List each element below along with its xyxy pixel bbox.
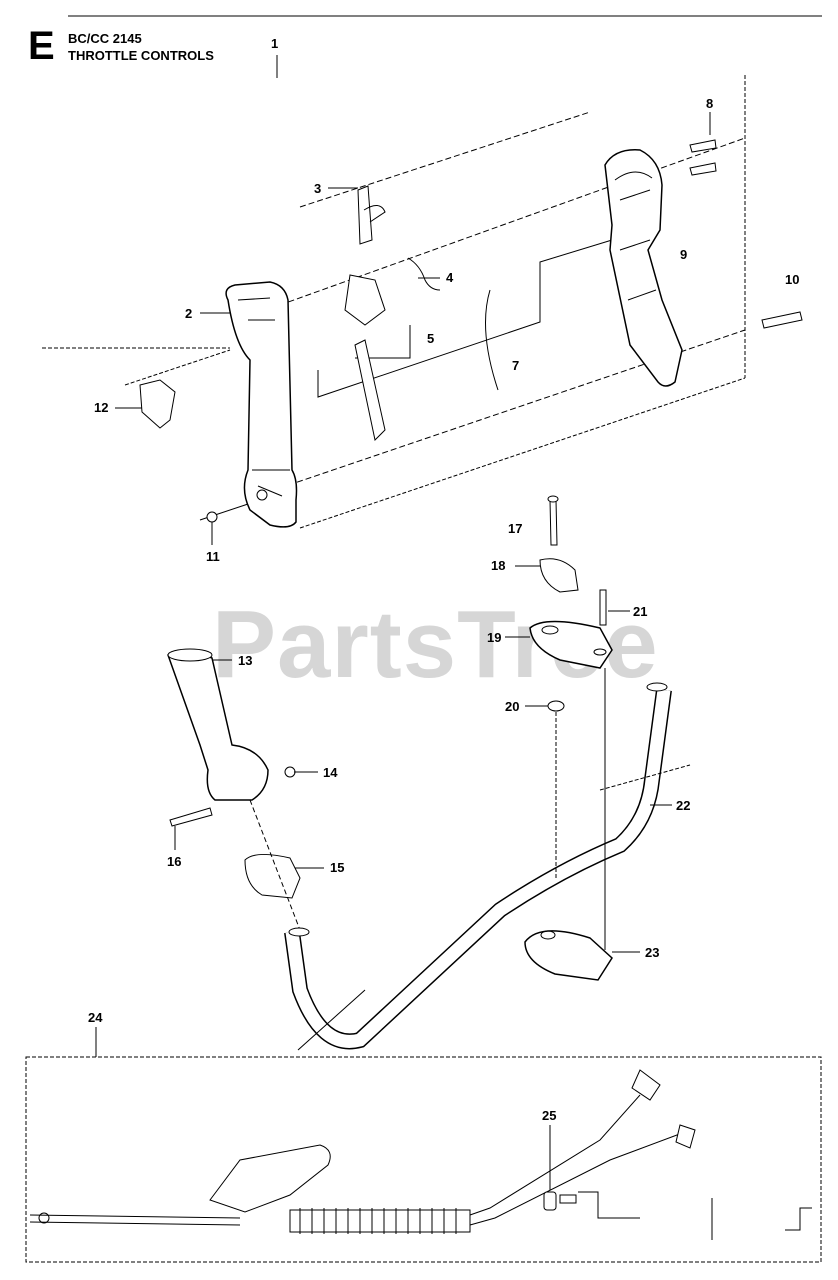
callout-7: 7 [512,358,519,373]
callout-23: 23 [645,945,659,960]
callout-11: 11 [206,549,220,564]
callout-12: 12 [94,400,108,415]
callout-10: 10 [785,272,799,287]
callout-leaders [115,112,711,953]
callout-8: 8 [706,96,713,111]
callout-24: 24 [88,1010,103,1025]
callout-4: 4 [446,270,454,285]
callout-21: 21 [633,604,647,619]
callout-20: 20 [505,699,519,714]
callout-labels: 1 2 3 4 5 7 8 9 10 11 12 13 14 15 16 17 … [88,36,799,1123]
callout-13: 13 [238,653,252,668]
callout-2: 2 [185,306,192,321]
callout-1: 1 [271,36,278,51]
callout-3: 3 [314,181,321,196]
handle-bar-assembly [167,495,691,1051]
section-letter: E [28,24,55,68]
diagram-title: THROTTLE CONTROLS [68,48,214,63]
callout-17: 17 [508,521,522,536]
callout-22: 22 [676,798,690,813]
callout-18: 18 [491,558,505,573]
upper-assembly [42,75,803,529]
callout-9: 9 [680,247,687,262]
callout-15: 15 [330,860,344,875]
cable-assembly [25,1027,822,1263]
callout-25: 25 [542,1108,556,1123]
callout-14: 14 [323,765,338,780]
callout-5: 5 [427,331,434,346]
callout-19: 19 [487,630,501,645]
model-number: BC/CC 2145 [68,31,142,46]
callout-16: 16 [167,854,181,869]
